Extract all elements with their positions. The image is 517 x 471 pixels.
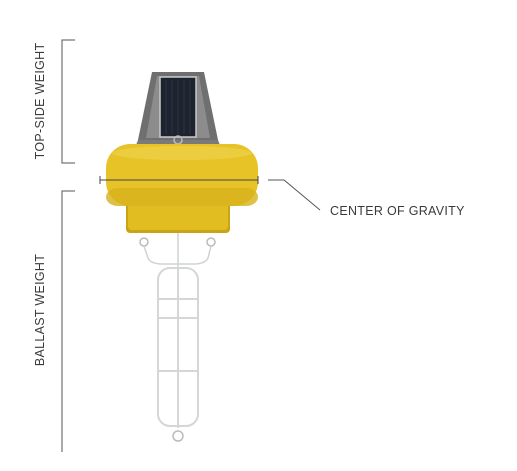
center-of-gravity-label: CENTER OF GRAVITY <box>330 204 465 218</box>
ballast-weight-bracket <box>61 190 75 452</box>
ballast-cage <box>157 267 199 428</box>
bottom-ring <box>172 430 184 442</box>
foam-float <box>106 144 258 233</box>
center-of-gravity-indicator <box>99 176 321 211</box>
top-side-weight-bracket <box>61 39 75 164</box>
top-side-weight-label: TOP-SIDE WEIGHT <box>33 43 47 160</box>
solar-panel <box>159 76 197 138</box>
ballast-weight-label: BALLAST WEIGHT <box>33 254 47 366</box>
left-ring <box>139 237 149 247</box>
right-ring <box>206 237 216 247</box>
bridle <box>143 233 212 268</box>
buoy-illustration <box>106 72 258 442</box>
